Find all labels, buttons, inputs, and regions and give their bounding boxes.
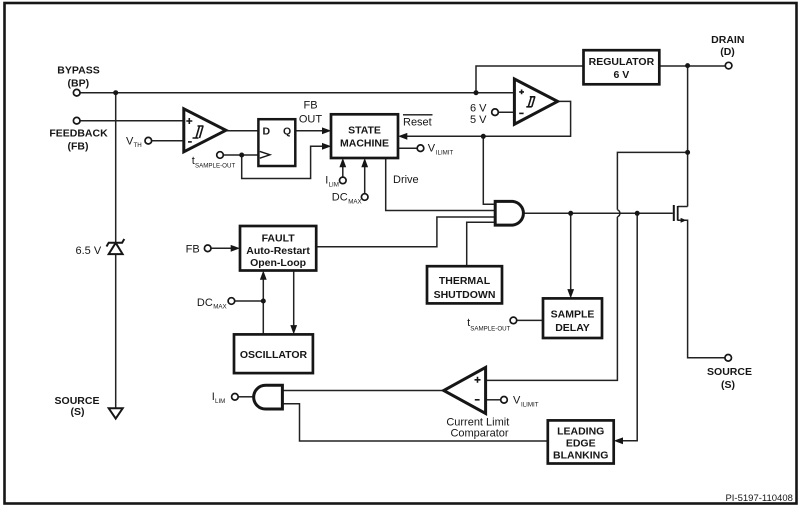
svg-text:BLANKING: BLANKING	[553, 449, 608, 461]
svg-text:SOURCE: SOURCE	[707, 366, 752, 378]
svg-text:t: t	[467, 317, 470, 329]
svg-text:6 V: 6 V	[614, 69, 630, 81]
svg-text:DC: DC	[197, 297, 213, 309]
svg-text:ILIMIT: ILIMIT	[436, 150, 454, 157]
svg-text:V: V	[513, 395, 521, 407]
svg-text:STATE: STATE	[348, 125, 381, 137]
svg-text:PI-5197-110408: PI-5197-110408	[725, 493, 792, 504]
svg-text:SOURCE: SOURCE	[55, 395, 100, 407]
svg-text:FAULT: FAULT	[262, 233, 296, 245]
svg-text:FB: FB	[186, 244, 200, 256]
svg-text:MACHINE: MACHINE	[340, 137, 389, 149]
svg-text:MAX: MAX	[348, 198, 361, 205]
svg-text:SHUTDOWN: SHUTDOWN	[434, 289, 496, 301]
svg-text:Drive: Drive	[393, 174, 419, 186]
svg-text:BYPASS: BYPASS	[57, 65, 99, 77]
svg-text:6.5 V: 6.5 V	[76, 245, 102, 257]
svg-text:V: V	[126, 135, 134, 147]
svg-text:Comparator: Comparator	[450, 428, 508, 440]
svg-text:(FB): (FB)	[68, 141, 89, 153]
svg-text:MAX: MAX	[213, 304, 226, 311]
svg-text:Open-Loop: Open-Loop	[250, 257, 306, 269]
svg-text:6 V: 6 V	[470, 103, 487, 115]
svg-text:Reset: Reset	[403, 116, 432, 128]
svg-text:I: I	[212, 391, 215, 403]
svg-text:SAMPLE-OUT: SAMPLE-OUT	[470, 326, 510, 333]
svg-text:EDGE: EDGE	[566, 437, 596, 449]
svg-text:DRAIN: DRAIN	[711, 34, 744, 46]
svg-text:LIM: LIM	[329, 181, 339, 188]
svg-text:Auto-Restart: Auto-Restart	[246, 245, 310, 257]
svg-text:5 V: 5 V	[470, 114, 487, 126]
svg-text:REGULATOR: REGULATOR	[589, 56, 655, 68]
svg-text:I: I	[325, 175, 328, 187]
svg-text:LEADING: LEADING	[557, 425, 604, 437]
svg-text:FEEDBACK: FEEDBACK	[49, 128, 108, 140]
svg-text:LIM: LIM	[215, 398, 225, 405]
svg-text:OSCILLATOR: OSCILLATOR	[240, 349, 308, 361]
svg-text:(S): (S)	[71, 406, 85, 418]
svg-text:DC: DC	[332, 192, 348, 204]
svg-text:Q: Q	[283, 126, 291, 138]
svg-text:D: D	[263, 126, 271, 138]
svg-text:THERMAL: THERMAL	[439, 275, 491, 287]
svg-text:FB: FB	[303, 100, 317, 112]
svg-text:SAMPLE-OUT: SAMPLE-OUT	[195, 162, 235, 169]
svg-text:Current Limit: Current Limit	[446, 417, 509, 429]
svg-text:ILIMIT: ILIMIT	[521, 402, 539, 409]
svg-text:(S): (S)	[721, 379, 735, 391]
svg-text:V: V	[428, 143, 436, 155]
svg-text:(BP): (BP)	[68, 78, 90, 90]
svg-text:TH: TH	[134, 142, 142, 149]
svg-text:SAMPLE: SAMPLE	[551, 309, 595, 321]
svg-text:(D): (D)	[720, 46, 735, 58]
svg-text:DELAY: DELAY	[555, 322, 590, 334]
svg-text:t: t	[192, 155, 195, 167]
svg-text:OUT: OUT	[299, 114, 323, 126]
